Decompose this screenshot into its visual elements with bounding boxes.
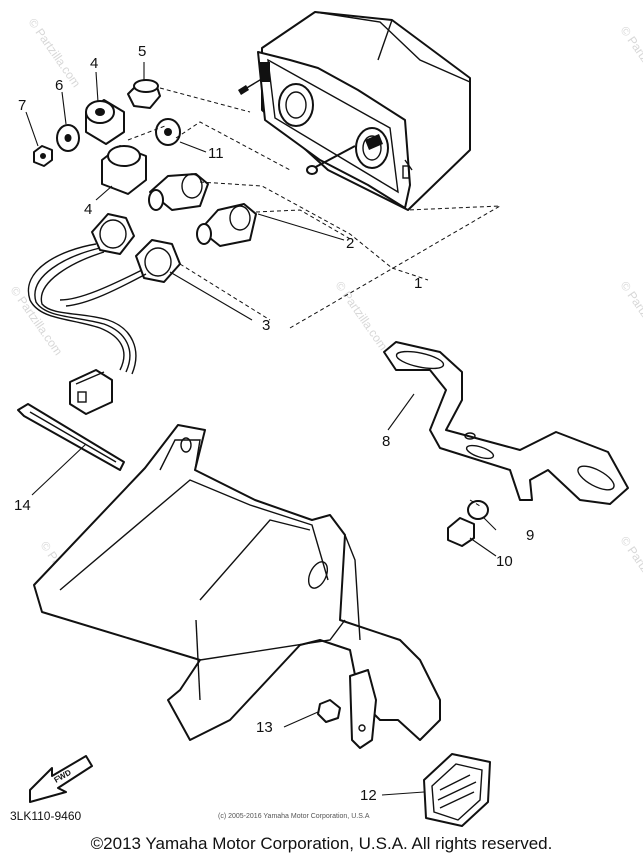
part-12-reflector	[423, 753, 491, 827]
part-5-grommet	[127, 79, 161, 109]
callout-11: 11	[208, 145, 224, 162]
callout-10: 10	[496, 553, 513, 570]
watermark-4: © Partzilla.com	[8, 284, 66, 358]
part-3-socket-harness	[27, 213, 181, 415]
callout-8: 8	[382, 433, 390, 450]
fwd-arrow: FWD	[29, 755, 93, 803]
rear-fender-bracket	[33, 424, 441, 749]
callouts: 5 4 6 7 11 4 2 1 3 8 9 10 14 13 12	[14, 43, 534, 804]
watermark-6: © Partzilla.com	[618, 279, 643, 353]
small-copyright: (c) 2005-2016 Yamaha Motor Corporation, …	[218, 813, 370, 820]
part-4-collar-upper	[85, 99, 125, 145]
part-8-bracket	[383, 341, 629, 505]
callout-1: 1	[414, 275, 422, 292]
callout-13: 13	[256, 719, 273, 736]
callout-7: 7	[18, 97, 26, 114]
callout-9: 9	[526, 527, 534, 544]
assembly-lines	[127, 87, 501, 507]
diagram-code: 3LK110-9460	[10, 809, 82, 823]
part-14-cable-tie	[17, 403, 125, 471]
part-10-nut	[447, 517, 475, 547]
callout-2: 2	[346, 235, 354, 252]
watermark-3: © Partzilla.com	[618, 24, 643, 98]
leader-lines	[25, 62, 497, 796]
watermark-8: © Partzilla.com	[618, 534, 643, 608]
callout-6: 6	[55, 77, 63, 94]
callout-4-upper: 4	[90, 55, 98, 72]
footer-copyright: ©2013 Yamaha Motor Corporation, U.S.A. A…	[90, 834, 553, 853]
watermark-5: © Partzilla.com	[333, 279, 391, 353]
part-13-nut	[317, 699, 341, 723]
part-4-collar-lower	[101, 145, 147, 195]
callout-12: 12	[360, 787, 377, 804]
part-11-washer	[155, 118, 181, 146]
taillight-housing	[238, 11, 471, 211]
part-2-bulbs	[148, 173, 257, 247]
part-6-washer	[56, 124, 80, 152]
callout-3: 3	[262, 317, 270, 334]
callout-4-lower: 4	[84, 201, 92, 218]
callout-5: 5	[138, 43, 146, 60]
part-9-washer	[467, 500, 489, 520]
part-7-nut	[33, 145, 53, 167]
callout-14: 14	[14, 497, 31, 514]
